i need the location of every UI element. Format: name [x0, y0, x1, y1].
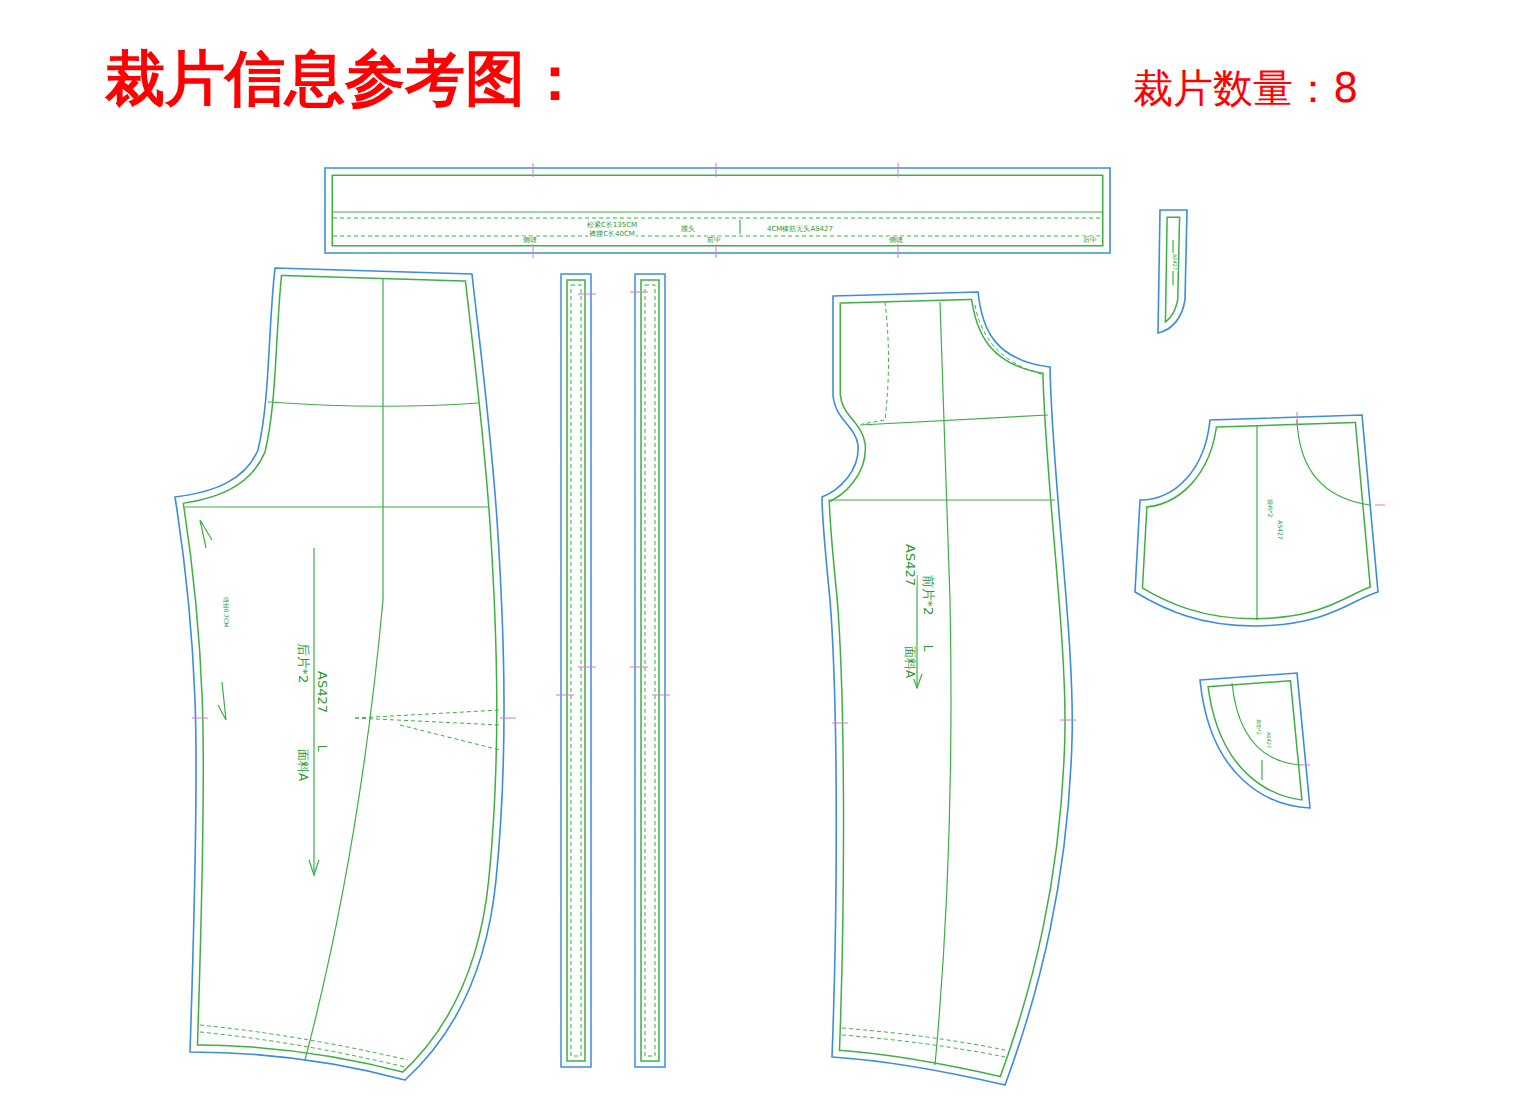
piece-outline [1154, 205, 1192, 338]
piece-count: 裁片数量：8 [1133, 68, 1358, 108]
piece-label: 袋垫*2 [1256, 718, 1261, 736]
piece-label: 后片*2 [297, 642, 310, 685]
piece-outline [318, 162, 1118, 260]
piece-label: 腰头 [680, 226, 696, 233]
piece-label: 侧缝 [888, 237, 904, 244]
piece-label: L [316, 744, 328, 753]
title: 裁片信息参考图： [105, 48, 585, 108]
piece-label: 侧缝 [522, 237, 538, 244]
piece-label: 后中 [1082, 237, 1098, 244]
piece-label: 缝份0.7CM [223, 596, 229, 629]
front-leg-piece: AS427 前片*2L 面料A [816, 286, 1078, 1091]
piece-label: AS427 [904, 543, 917, 587]
piece-label: 前中 [706, 237, 722, 244]
piece-label: AS427 [316, 670, 329, 714]
piece-outline [168, 262, 513, 1087]
piece-label: 裤腰C长40CM [588, 231, 636, 238]
piece-label: 前片*2 [922, 574, 935, 617]
piece-label: AS427 [1266, 731, 1271, 749]
piece-label: 4CM橡筋无头AS427 [766, 226, 834, 233]
fly-piece: AS427 [1154, 205, 1192, 338]
back-leg-piece: AS427 后片*2L 面料A 缝份0.7CM [168, 262, 513, 1087]
piece-outline [816, 286, 1078, 1091]
waistband-piece: 松紧C长135CM 裤腰C长40CM 腰头 4CM橡筋无头AS427 侧缝 前中 侧缝 后中 [318, 162, 1118, 260]
piece-outline [1194, 668, 1316, 814]
pocket-facing-piece: 袋垫*2AS427 [1194, 668, 1316, 814]
piece-label: 面料A [297, 748, 309, 782]
piece-label: AS427 [1277, 519, 1283, 540]
piece-label: L [922, 644, 934, 653]
piece-outline [1128, 410, 1384, 632]
piece-label: 面料A [904, 645, 916, 679]
pocket-bag-piece: 袋布*2AS427 [1128, 410, 1384, 632]
piece-label: AS427 [1172, 253, 1177, 271]
piece-label: 松紧C长135CM [586, 222, 638, 229]
piece-label: 袋布*2 [1267, 498, 1273, 519]
